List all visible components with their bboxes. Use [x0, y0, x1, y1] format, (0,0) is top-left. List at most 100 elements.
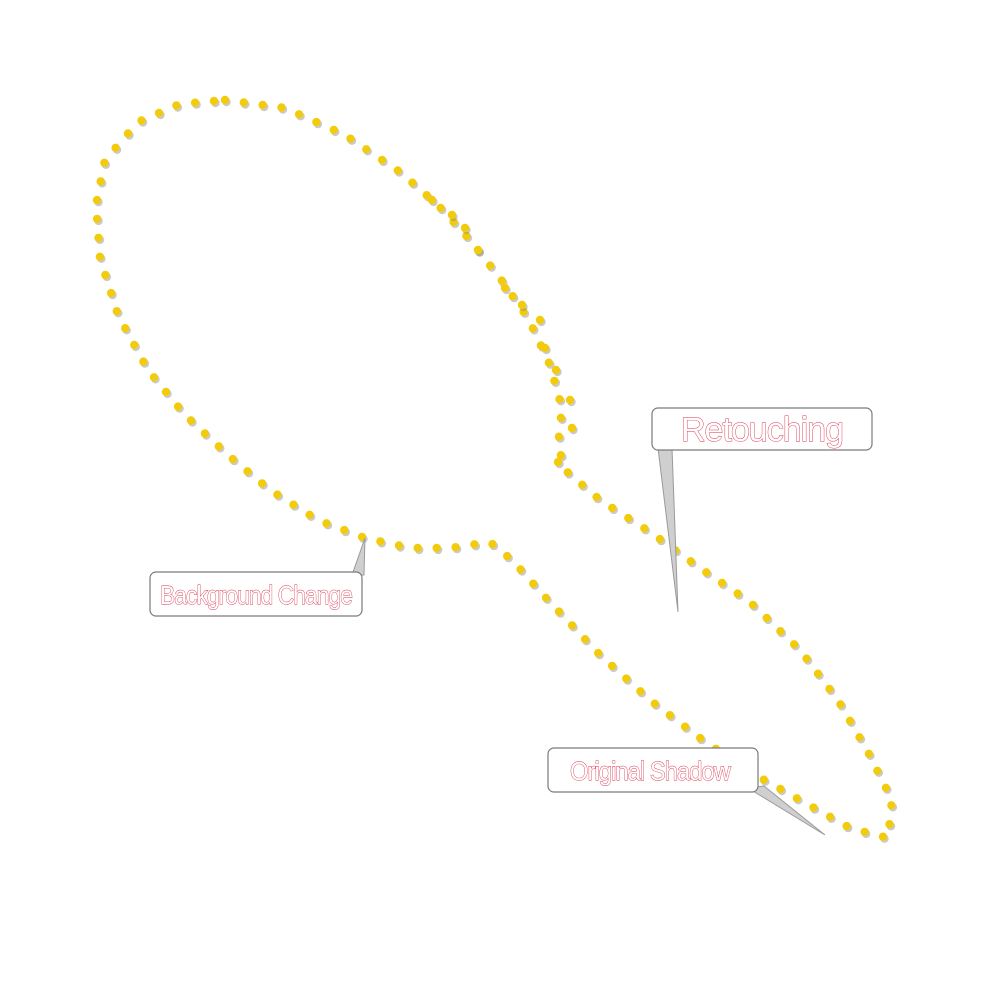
outline-dot	[413, 543, 422, 553]
outline-dot	[112, 307, 122, 316]
outline-dot	[376, 537, 385, 546]
outline-dot	[860, 827, 869, 837]
outline-dot	[813, 669, 823, 678]
outline-dot	[172, 101, 181, 110]
outline-dot	[312, 117, 321, 127]
outline-dot	[541, 593, 551, 602]
outline-dot	[393, 166, 402, 175]
outline-dot	[550, 376, 559, 386]
background-change-label: Background Change	[160, 580, 352, 610]
outline-dot	[580, 635, 590, 644]
outline-dot	[209, 96, 219, 106]
outline-dot	[516, 565, 525, 574]
outline-dot	[762, 613, 771, 623]
outline-dot	[95, 252, 105, 261]
outline-dot	[186, 416, 196, 425]
outline-dot	[137, 116, 146, 125]
outline-dot	[273, 490, 282, 499]
outline-dot	[257, 479, 267, 488]
outline-dot	[111, 143, 120, 152]
outline-dot	[394, 541, 404, 550]
outline-dot	[106, 288, 116, 298]
outline-dot	[460, 223, 470, 233]
outline-dot	[123, 129, 133, 138]
outline-dot	[432, 543, 441, 553]
retouching-label-box	[651, 407, 873, 451]
outline-dot	[529, 579, 538, 588]
outline-dot	[622, 674, 631, 683]
outline-dot	[717, 578, 727, 588]
outline-dot	[540, 343, 550, 353]
outline-dot	[121, 324, 130, 333]
outline-dot	[825, 684, 834, 694]
outline-dot	[535, 315, 545, 325]
outline-dot	[624, 513, 633, 523]
outline-dot	[228, 454, 238, 464]
outline-dot	[346, 134, 355, 143]
outline-dot	[362, 145, 371, 154]
outline-dot	[449, 217, 458, 227]
outline-dot	[555, 395, 564, 404]
outline-dot	[149, 373, 159, 382]
outline-dot	[665, 711, 675, 720]
outline-dot	[696, 733, 705, 743]
outline-dot	[563, 468, 572, 477]
outline-dot	[556, 451, 566, 460]
outline-dot	[200, 429, 210, 438]
outline-dot	[702, 568, 711, 577]
outline-dot	[220, 95, 230, 105]
outline-dot	[377, 155, 387, 165]
outline-dot	[578, 480, 587, 489]
outline-dot	[607, 661, 617, 671]
original-shadow-label-box	[547, 747, 759, 793]
outline-dot	[357, 532, 367, 542]
outline-dot	[554, 432, 564, 441]
outline-dot	[329, 125, 338, 135]
outline-dot	[881, 783, 891, 792]
outline-dot	[776, 627, 785, 636]
outline-dot	[733, 589, 742, 598]
outline-dot	[305, 510, 314, 519]
outline-dot	[462, 231, 471, 241]
outline-dot	[258, 100, 267, 110]
outline-dot	[528, 324, 537, 333]
outline-dot	[154, 108, 164, 118]
outline-dot	[101, 270, 110, 280]
outline-dot	[427, 195, 437, 205]
outline-dot	[567, 621, 577, 630]
outline-dot	[322, 519, 331, 528]
outline-dot	[497, 276, 506, 285]
outline-dot	[878, 832, 888, 841]
outline-dot	[214, 442, 223, 451]
retouching-callout: Retouching	[651, 407, 873, 613]
outline-dot	[473, 245, 483, 255]
outline-dot	[408, 178, 417, 187]
outline-dot	[486, 261, 495, 270]
outline-dot	[887, 801, 896, 810]
outline-dot	[592, 492, 601, 502]
outline-dot	[508, 292, 517, 301]
outline-dot	[173, 402, 183, 411]
outline-dot	[655, 534, 665, 544]
outline-dot	[636, 687, 645, 696]
outline-dot	[436, 203, 445, 213]
original-shadow-callout: Original Shadow	[547, 747, 826, 836]
outline-dot	[130, 340, 139, 350]
outline-dot	[759, 775, 768, 784]
outline-dot	[842, 821, 851, 831]
outline-dot	[553, 457, 563, 467]
outline-dot	[340, 525, 349, 535]
outline-dot	[748, 600, 758, 610]
outline-dot	[789, 640, 799, 649]
outline-dot	[277, 103, 286, 112]
outline-dot	[792, 794, 802, 803]
dotted-selection-path	[92, 95, 898, 843]
outline-dot	[776, 784, 785, 794]
outline-dot	[686, 557, 695, 566]
outline-dot	[640, 524, 649, 533]
outline-dot	[873, 766, 882, 775]
outline-dot	[500, 283, 510, 293]
background-change-callout: Background Change	[149, 537, 366, 617]
